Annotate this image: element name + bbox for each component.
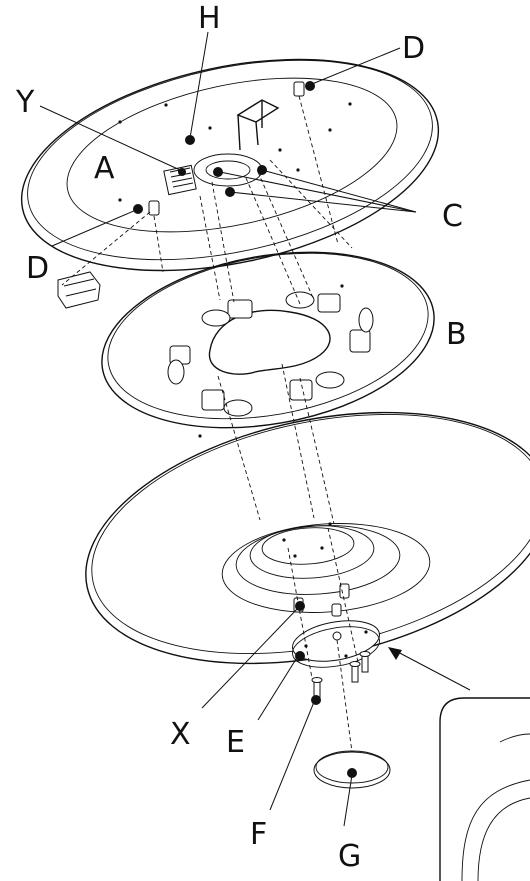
label-f: F bbox=[250, 817, 267, 852]
label-y: Y bbox=[15, 85, 35, 120]
center-plate-e bbox=[292, 620, 380, 668]
label-x: X bbox=[170, 717, 191, 752]
screws-f bbox=[311, 651, 371, 701]
label-c: C bbox=[442, 199, 463, 234]
label-e: E bbox=[226, 725, 245, 760]
assembly-guide-lines bbox=[61, 95, 359, 753]
detail-inset bbox=[388, 647, 530, 881]
label-d-left: D bbox=[26, 251, 49, 286]
label-g: G bbox=[338, 839, 361, 874]
label-b: B bbox=[446, 317, 467, 352]
lamp-board-b bbox=[101, 251, 435, 438]
label-d-top: D bbox=[402, 31, 425, 66]
label-a: A bbox=[94, 151, 115, 186]
terminal-clip bbox=[57, 271, 101, 309]
callout-leaders bbox=[39, 31, 417, 827]
label-h: H bbox=[198, 1, 221, 36]
